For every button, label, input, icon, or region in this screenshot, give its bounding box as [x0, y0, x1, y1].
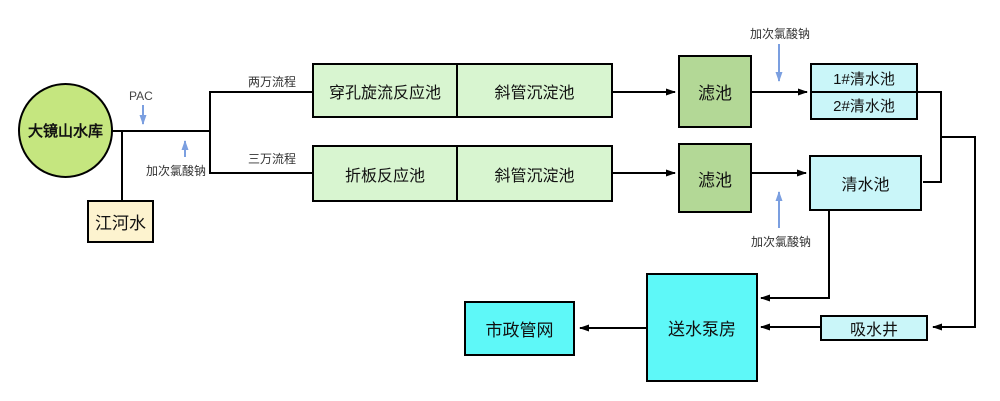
- label-naocl-bottom: 加次氯酸钠: [751, 235, 812, 249]
- label-flow-20k: 两万流程: [248, 75, 297, 89]
- node-clear-water-tank: 清水池: [809, 155, 922, 211]
- node-clear-water-tank-2: 2#清水池: [810, 91, 918, 120]
- node-reservoir: 大镜山水库: [18, 83, 113, 178]
- label-naocl-top: 加次氯酸钠: [750, 27, 811, 41]
- node-perforated-swirl-reaction-tank: 穿孔旋流反应池: [312, 63, 458, 118]
- node-filter-top: 滤池: [678, 55, 752, 128]
- node-river-water: 江河水: [87, 200, 154, 243]
- label-flow-30k: 三万流程: [248, 152, 297, 166]
- node-municipal-network: 市政管网: [464, 301, 575, 356]
- node-clear-water-tank-1: 1#清水池: [810, 63, 918, 93]
- flow-arrow-tanks-to-well: [932, 136, 976, 331]
- node-filter-bottom: 滤池: [678, 143, 752, 213]
- node-suction-well: 吸水井: [820, 315, 928, 341]
- label-naocl-left: 加次氯酸钠: [146, 164, 207, 178]
- node-inclined-tube-sedimentation-bottom: 斜管沉淀池: [456, 145, 613, 202]
- label-pac: PAC: [129, 89, 153, 103]
- node-folded-plate-reaction-tank: 折板反应池: [312, 145, 458, 202]
- node-inclined-tube-sedimentation-top: 斜管沉淀池: [456, 63, 613, 118]
- node-pump-station: 送水泵房: [646, 273, 758, 382]
- flow-arrow-qingshuichi-to-pump: [760, 211, 830, 302]
